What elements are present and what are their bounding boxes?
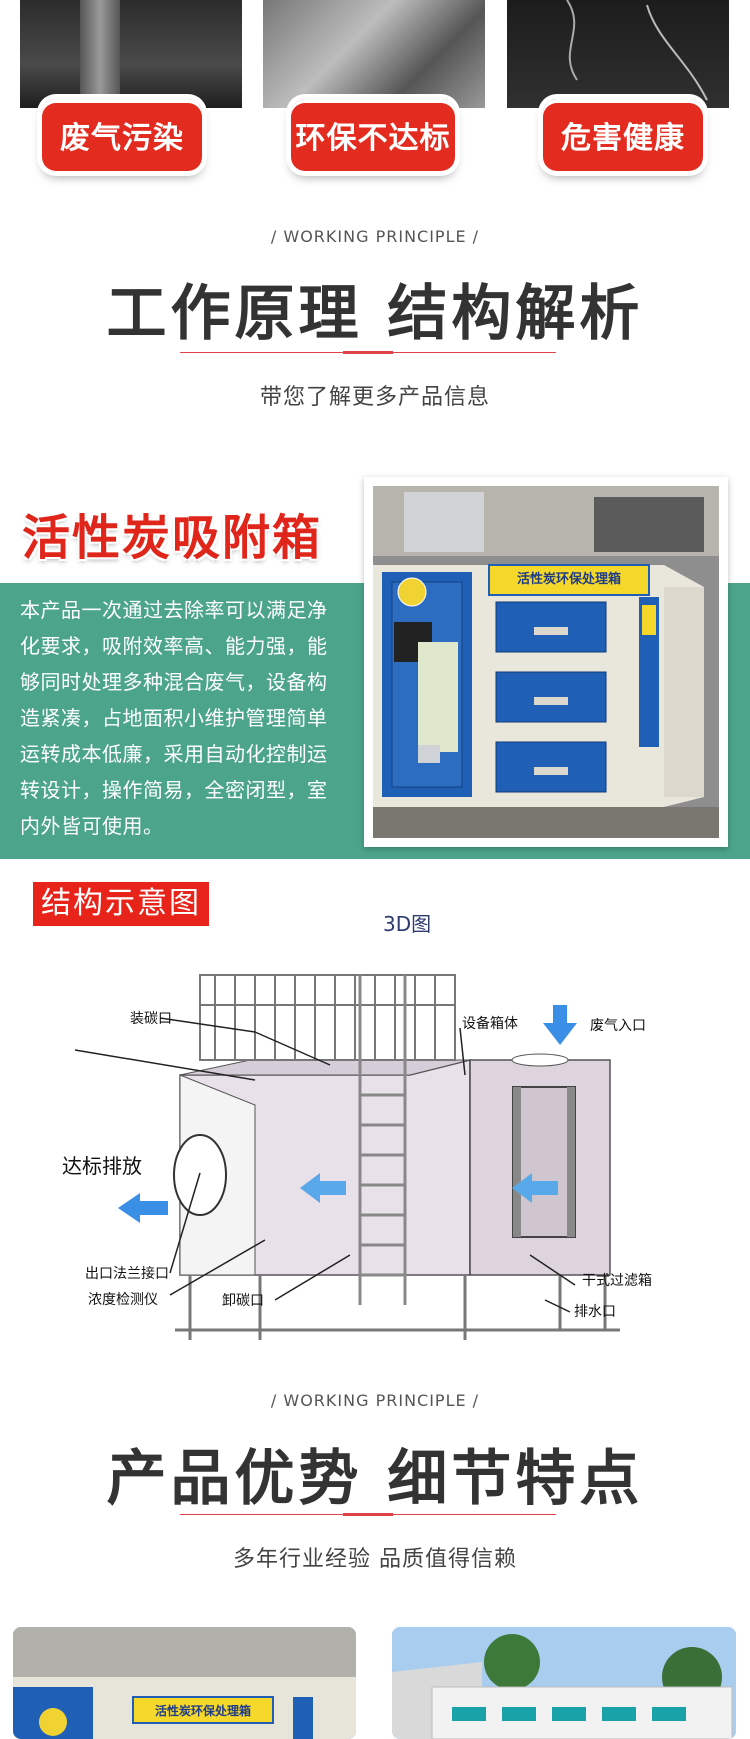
tag-health-hazard: 危害健康 <box>543 99 703 171</box>
pollution-photo-2 <box>263 0 485 108</box>
tag-exhaust-pollution: 废气污染 <box>42 99 202 171</box>
inlet-arrow <box>543 1005 577 1045</box>
ann-dry-filter: 干式过滤箱 <box>582 1273 652 1289</box>
section2-rule-accent <box>343 1513 393 1516</box>
ann-concentration: 浓度检测仪 <box>88 1292 158 1308</box>
section1-rule-accent <box>343 351 393 354</box>
structure-diagram: 装碳口 设备箱体 废气入口 达标排放 出口法兰接口 浓度检测仪 卸碳口 干式过滤… <box>62 974 652 1340</box>
ann-drain: 排水口 <box>574 1304 616 1320</box>
ann-carbon-load: 装碳口 <box>130 1011 172 1027</box>
product-photo: 活性炭环保处理箱 <box>364 477 728 847</box>
ann-unload: 卸碳口 <box>222 1293 264 1309</box>
discharge-arrow <box>118 1193 168 1223</box>
section1-subtitle: 带您了解更多产品信息 <box>259 385 490 410</box>
tag-not-compliant: 环保不达标 <box>291 99 455 171</box>
detail-photo-2 <box>392 1627 736 1739</box>
ann-discharge: 达标排放 <box>62 1154 142 1178</box>
pollution-photo-1 <box>20 0 242 108</box>
detail-sign-text: 活性炭环保处理箱 <box>155 1703 251 1718</box>
ann-box-body: 设备箱体 <box>462 1015 518 1032</box>
pollution-photo-3 <box>507 0 729 108</box>
box-sign-text: 活性炭环保处理箱 <box>517 571 621 587</box>
detail-photo-1: 活性炭环保处理箱 <box>13 1627 356 1739</box>
structure-label: 结构示意图 <box>33 882 209 926</box>
flow-arrow-left <box>300 1173 346 1203</box>
section2-title: 产品优势 细节特点 <box>106 1444 644 1514</box>
flow-arrow-right <box>512 1173 558 1203</box>
section1-title: 工作原理 结构解析 <box>106 279 644 349</box>
ann-gas-inlet: 废气入口 <box>590 1018 646 1034</box>
section2-subtitle: 多年行业经验 品质值得信赖 <box>233 1547 517 1572</box>
ann-outlet-flange: 出口法兰接口 <box>85 1265 169 1282</box>
product-description: 本产品一次通过去除率可以满足净化要求，吸附效率高、能力强，能够同时处理多种混合废… <box>20 598 328 838</box>
section1-eyebrow: / WORKING PRINCIPLE / <box>270 227 480 246</box>
structure-view-label: 3D图 <box>383 912 432 936</box>
section2-eyebrow: / WORKING PRINCIPLE / <box>270 1391 480 1410</box>
product-name: 活性炭吸附箱 <box>22 510 323 566</box>
